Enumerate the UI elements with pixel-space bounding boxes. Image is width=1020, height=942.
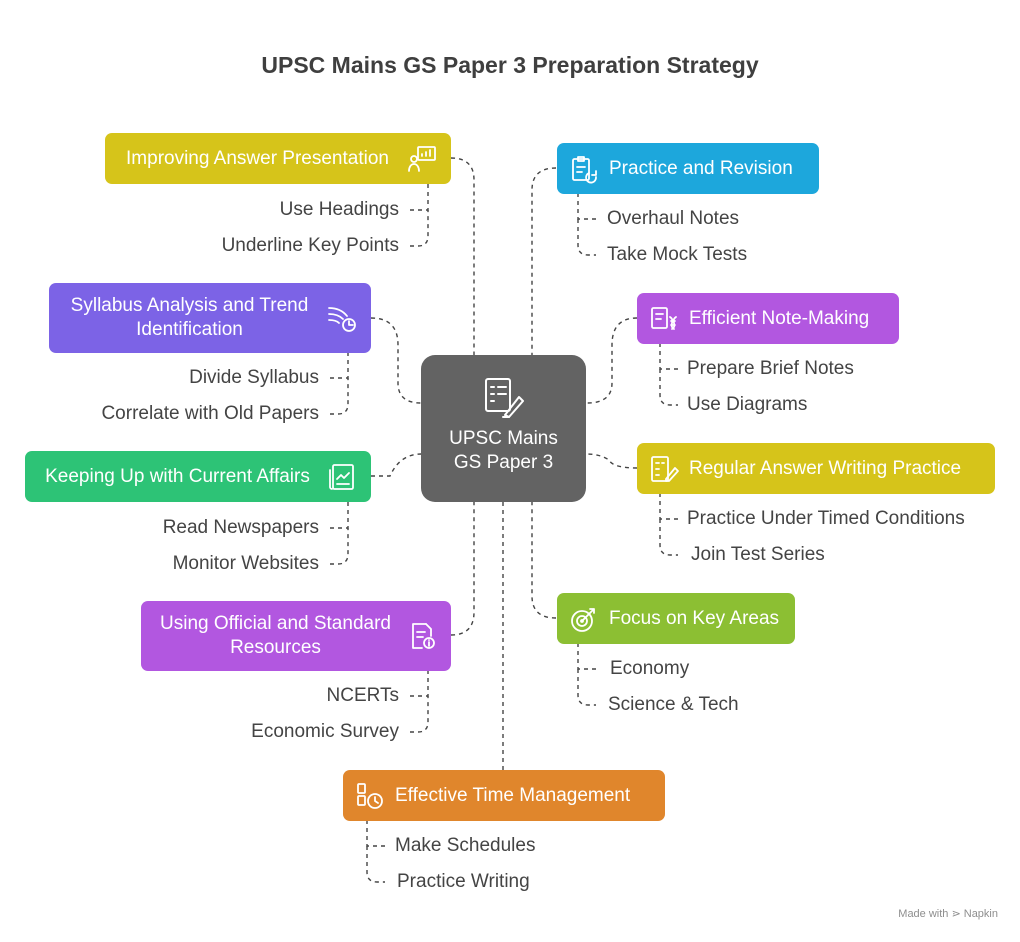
clipboard-refresh-icon xyxy=(567,152,601,186)
schedule-clock-icon xyxy=(353,779,387,813)
sub-item: Economic Survey xyxy=(251,721,399,742)
document-info-icon xyxy=(405,619,439,653)
branch-current-affairs: Keeping Up with Current Affairs xyxy=(25,451,371,502)
branch-key-areas: Focus on Key Areas xyxy=(557,593,795,644)
sub-item: Overhaul Notes xyxy=(607,208,740,229)
sub-item: Make Schedules xyxy=(395,835,536,856)
sub-item: Correlate with Old Papers xyxy=(101,403,319,424)
sub-item: Divide Syllabus xyxy=(189,367,319,388)
sub-item: Use Headings xyxy=(279,199,399,220)
sub-item: Join Test Series xyxy=(691,544,825,565)
sub-item: Science & Tech xyxy=(608,694,739,715)
notes-dna-icon xyxy=(647,302,681,336)
target-icon xyxy=(567,602,601,636)
branch-practice-revision: Practice and Revision xyxy=(557,143,819,194)
sub-item: Monitor Websites xyxy=(172,553,319,574)
sub-item: Economy xyxy=(610,658,690,679)
center-node: UPSC Mains GS Paper 3 xyxy=(421,355,586,502)
sub-item: Take Mock Tests xyxy=(607,244,748,265)
sub-item: NCERTs xyxy=(326,685,400,706)
sub-item: Underline Key Points xyxy=(221,235,399,256)
writing-document-icon xyxy=(421,375,586,421)
sub-item: Read Newspapers xyxy=(162,517,319,538)
branch-note-making: Efficient Note-Making xyxy=(637,293,899,344)
branch-official-resources: Using Official and Standard Resources xyxy=(141,601,451,671)
branch-syllabus-analysis: Syllabus Analysis and Trend Identificati… xyxy=(49,283,371,353)
checklist-pencil-icon xyxy=(647,452,681,486)
diagram-title: UPSC Mains GS Paper 3 Preparation Strate… xyxy=(261,52,759,78)
branch-time-management: Effective Time Management xyxy=(343,770,665,821)
branch-answer-presentation: Improving Answer Presentation xyxy=(105,133,451,184)
center-label: UPSC Mains GS Paper 3 xyxy=(449,428,558,473)
presentation-chart-icon xyxy=(405,142,439,176)
sub-item: Practice Writing xyxy=(397,871,530,892)
sub-item: Practice Under Timed Conditions xyxy=(687,508,965,529)
newspaper-chart-icon xyxy=(325,460,359,494)
napkin-credit: Made with ⋗ Napkin xyxy=(898,908,998,920)
sub-item: Prepare Brief Notes xyxy=(687,358,854,379)
trend-analysis-icon xyxy=(325,301,359,335)
branch-answer-writing: Regular Answer Writing Practice xyxy=(637,443,995,494)
sub-item: Use Diagrams xyxy=(687,394,808,415)
